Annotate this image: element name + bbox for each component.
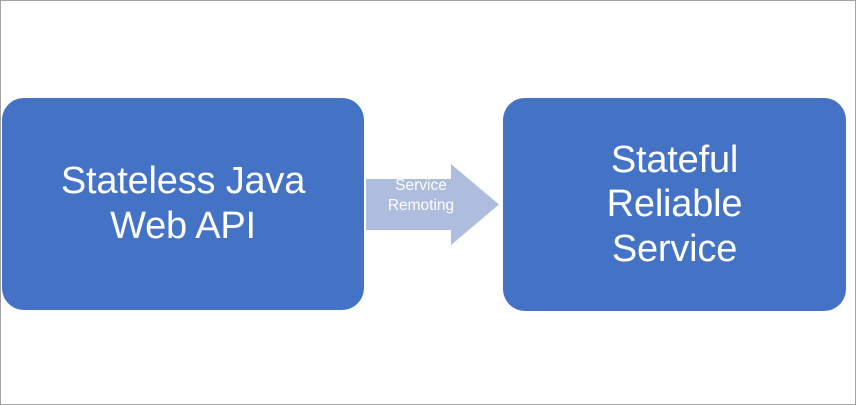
- connector-service-remoting[interactable]: Service Remoting: [366, 164, 500, 245]
- block-arrow-icon: [366, 164, 499, 245]
- node-stateful-reliable-service[interactable]: Stateful Reliable Service: [503, 98, 846, 311]
- node-stateful-reliable-service-label: Stateful Reliable Service: [606, 138, 743, 270]
- node-stateless-java-web-api[interactable]: Stateless Java Web API: [2, 98, 364, 310]
- node-stateless-java-web-api-label: Stateless Java Web API: [60, 159, 306, 247]
